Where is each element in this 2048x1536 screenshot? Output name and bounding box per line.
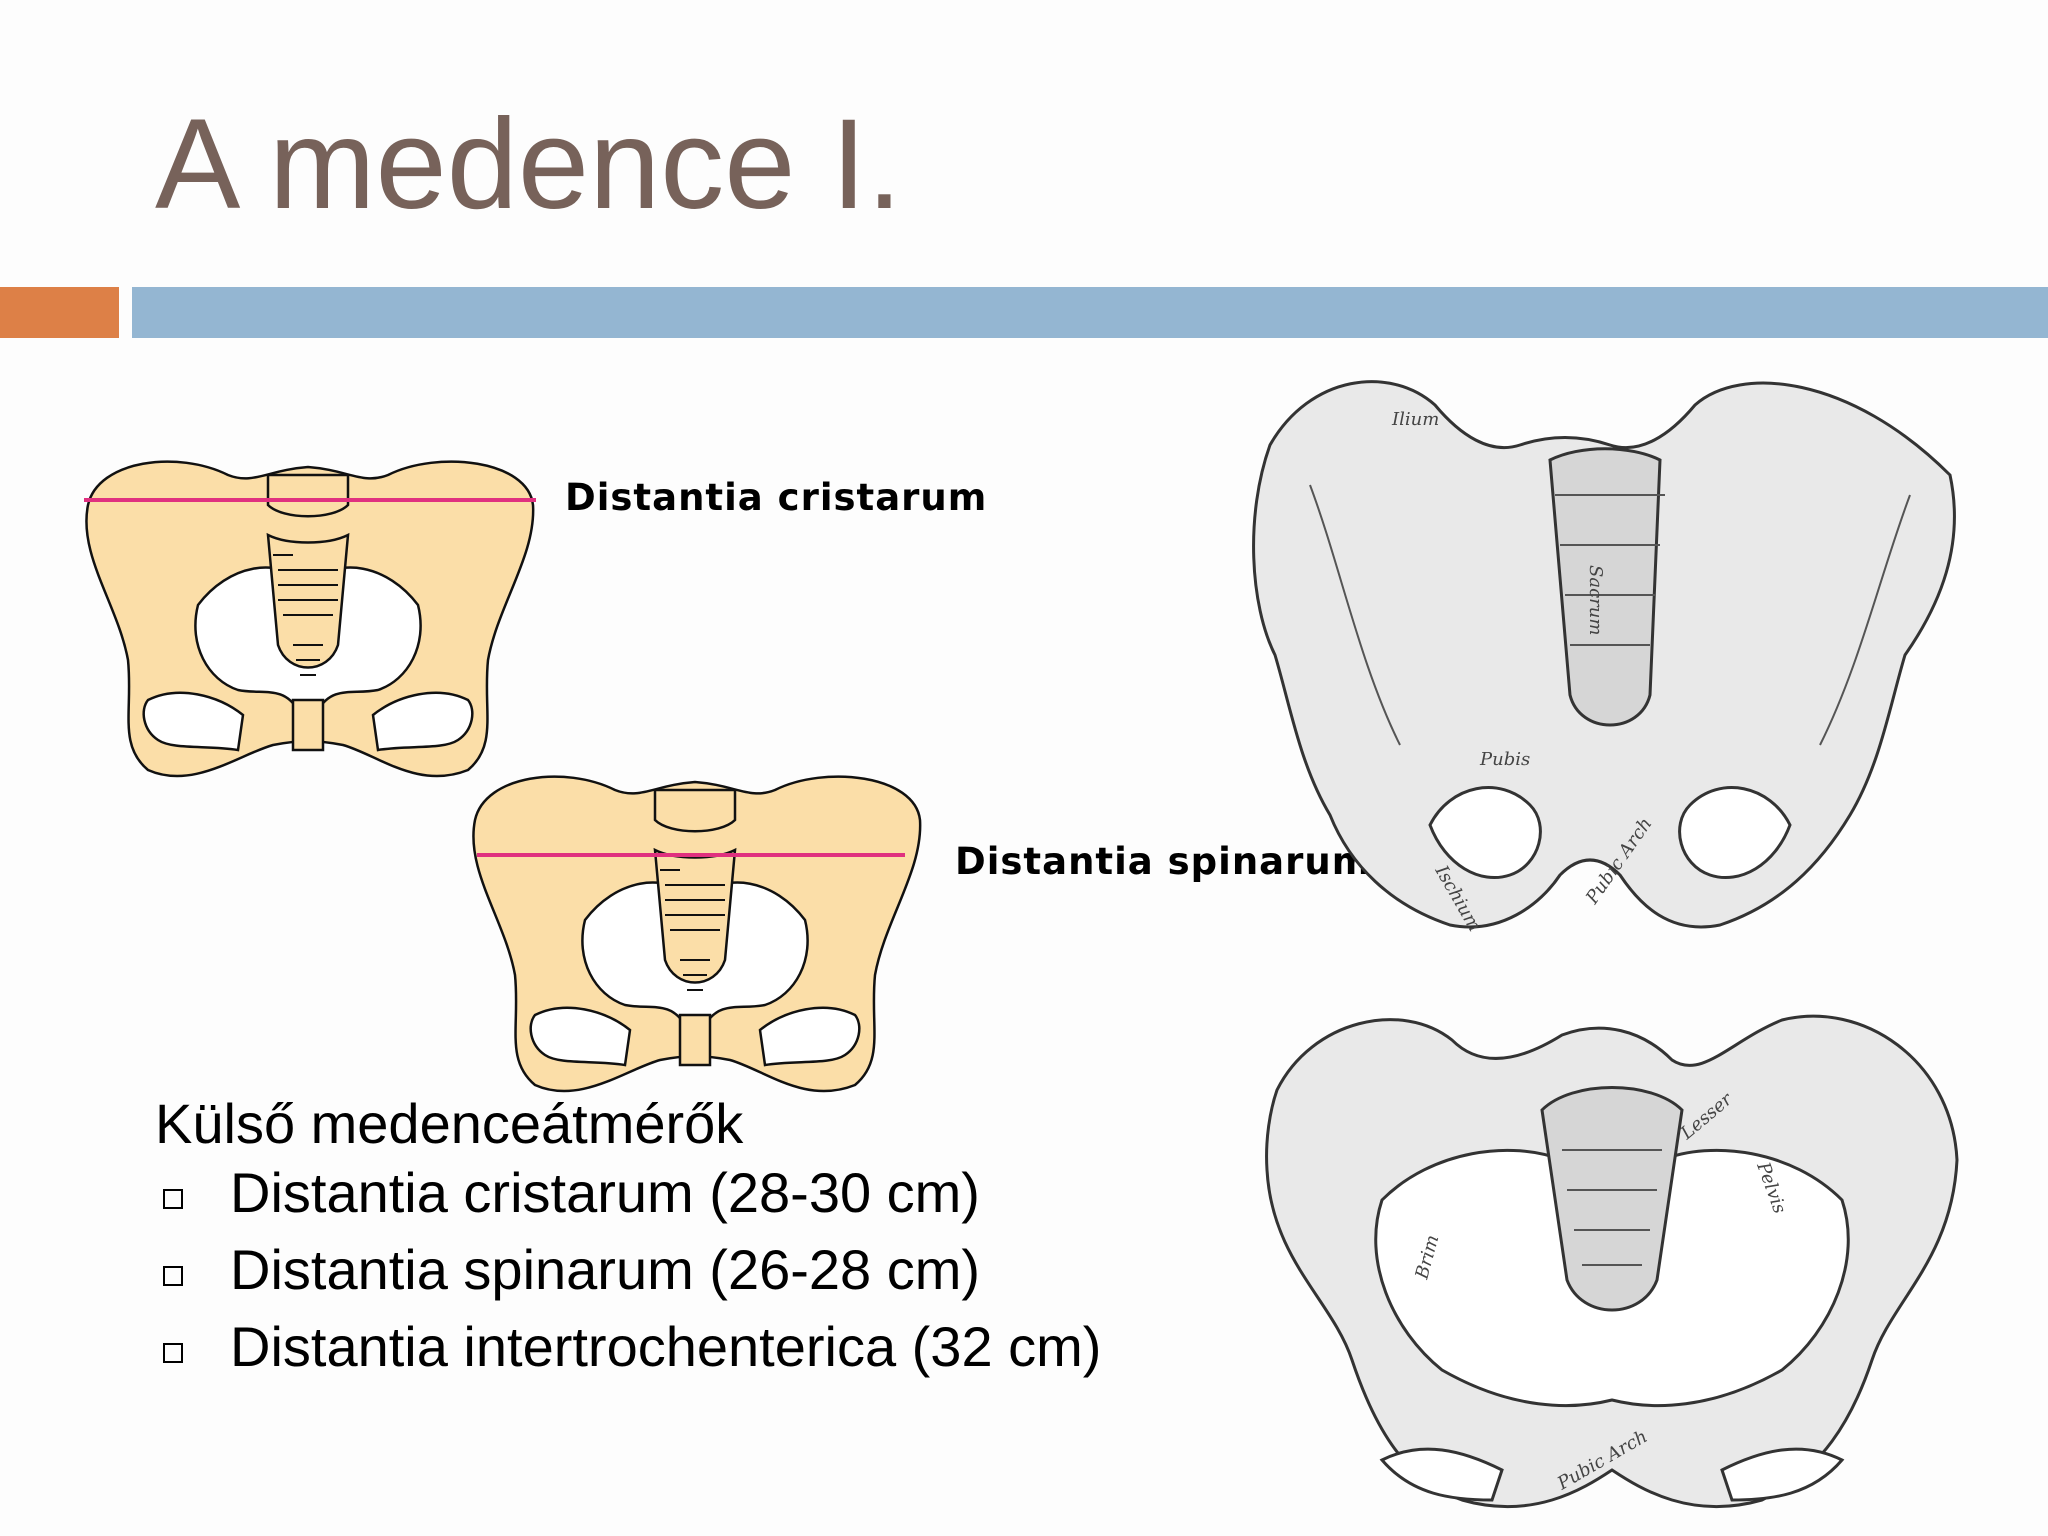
label-distantia-spinarum: Distantia spinarum — [955, 840, 1372, 883]
list-item-text: Distantia spinarum (26-28 cm) — [230, 1238, 981, 1302]
accent-bar-blue — [132, 287, 2048, 338]
engraving-label-ilium: Ilium — [1391, 409, 1439, 430]
pelvis-engraving-superior: Brim Lesser Pelvis Pubic Arch — [1265, 1014, 1959, 1509]
square-bullet-icon — [163, 1189, 183, 1210]
pelvis-engraving-anterior: Ilium Sacrum Pubis Ischium Pubic Arch — [1252, 380, 1956, 935]
pelvis-diagram-spinarum — [472, 775, 922, 1093]
accent-bar-orange — [0, 287, 119, 338]
slide-title: A medence I. — [155, 93, 903, 236]
list-item: Distantia spinarum (26-28 cm) — [155, 1238, 1115, 1302]
list-item-text: Distantia intertrochenterica (32 cm) — [230, 1314, 1102, 1378]
engraving-label-sacrum: Sacrum — [1585, 565, 1606, 635]
label-distantia-cristarum: Distantia cristarum — [565, 476, 988, 519]
square-bullet-icon — [163, 1266, 183, 1287]
content-heading: Külső medenceátmérők — [155, 1092, 744, 1155]
square-bullet-icon — [163, 1342, 183, 1363]
list-item: Distantia cristarum (28-30 cm) — [155, 1164, 1115, 1223]
pelvis-diagram-cristarum — [84, 460, 536, 778]
content-block: Külső medenceátmérők Distantia cristarum… — [155, 1092, 1115, 1395]
list-item-text: Distantia cristarum (28-30 cm) — [230, 1161, 980, 1225]
list-item: Distantia intertrochenterica (32 cm) — [155, 1317, 1115, 1377]
engraving-label-pubis: Pubis — [1479, 749, 1530, 770]
